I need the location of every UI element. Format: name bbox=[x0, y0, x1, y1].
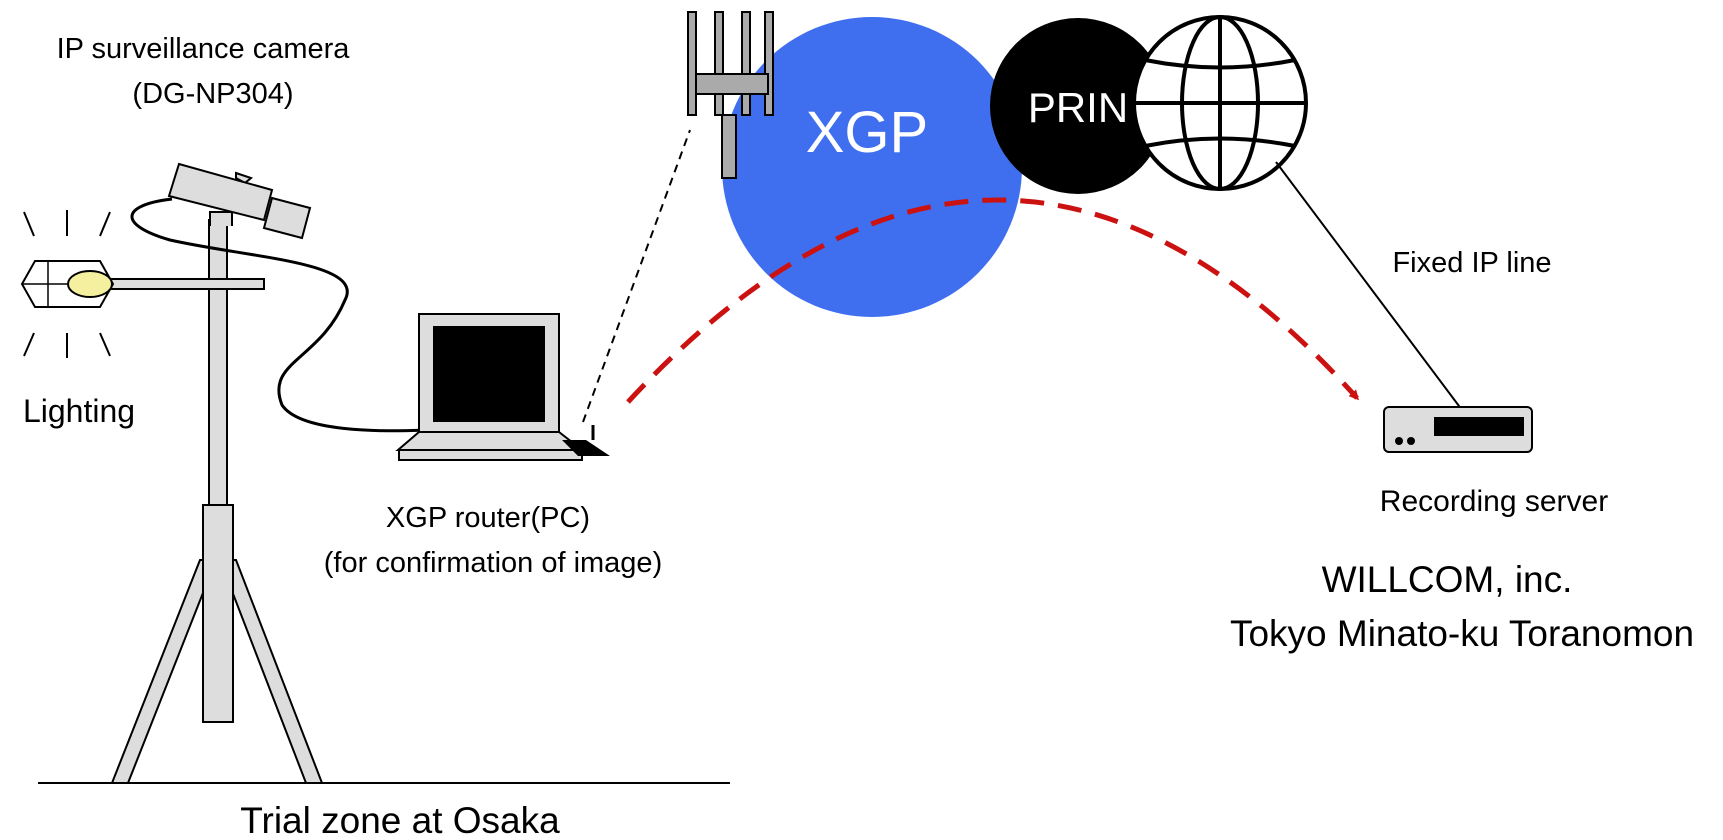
data-flow-arrow bbox=[626, 197, 1360, 404]
server-icon bbox=[1383, 406, 1533, 453]
laptop-icon bbox=[395, 313, 585, 461]
xgp-dongle-icon bbox=[562, 425, 610, 456]
camera-label-line1: IP surveillance camera bbox=[57, 33, 351, 65]
lighting-label: Lighting bbox=[23, 393, 135, 429]
recording-server-label: Recording server bbox=[1380, 485, 1608, 518]
camera-cable bbox=[130, 197, 426, 433]
company-label-line2: Tokyo Minato-ku Toranomon bbox=[1230, 613, 1694, 654]
light-rays-icon bbox=[23, 210, 111, 358]
lighting-arm bbox=[109, 278, 265, 290]
antenna-icon bbox=[687, 11, 774, 179]
fixed-ip-line bbox=[1275, 161, 1463, 411]
xgp-network-cloud bbox=[722, 17, 1022, 317]
camera-label-line2: (DG-NP304) bbox=[132, 78, 293, 110]
camera-icon bbox=[167, 162, 312, 240]
globe-icon bbox=[1132, 15, 1308, 191]
lamp-icon bbox=[20, 260, 115, 308]
xgp-label: XGP bbox=[806, 100, 929, 165]
camera-pole bbox=[202, 219, 234, 723]
prin-network-cloud bbox=[990, 18, 1166, 194]
fixed-ip-label: Fixed IP line bbox=[1392, 247, 1551, 279]
router-label-line2: (for confirmation of image) bbox=[324, 547, 662, 579]
trial-zone-label: Trial zone at Osaka bbox=[240, 800, 560, 840]
wireless-link-line bbox=[582, 129, 691, 423]
router-label-line1: XGP router(PC) bbox=[386, 502, 590, 534]
company-label-line1: WILLCOM, inc. bbox=[1322, 559, 1573, 600]
prin-label: PRIN bbox=[1028, 84, 1128, 131]
